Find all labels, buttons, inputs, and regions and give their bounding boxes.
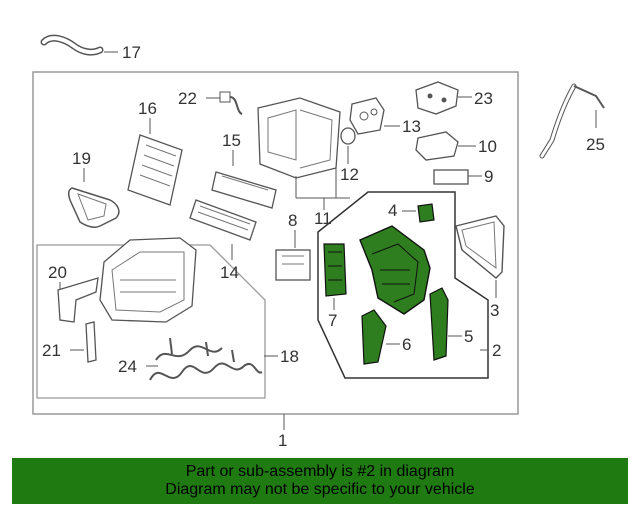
banner-line-2: Diagram may not be specific to your vehi… <box>165 481 475 498</box>
part-9-connector[interactable] <box>433 169 482 185</box>
part-2-blower-housing[interactable] <box>359 225 431 315</box>
part-5-case-cover[interactable] <box>429 287 462 361</box>
part-11-evaporator-case[interactable] <box>257 97 350 210</box>
callout-11: 11 <box>314 209 332 228</box>
part-12-oring[interactable] <box>340 127 356 164</box>
callout-19: 19 <box>72 149 91 168</box>
callout-21: 21 <box>42 341 61 360</box>
callout-5: 5 <box>464 327 473 346</box>
callout-16: 16 <box>138 99 157 118</box>
callout-23: 23 <box>474 89 493 108</box>
callout-25: 25 <box>586 135 605 154</box>
part-24-wire-harness[interactable] <box>146 337 263 381</box>
callout-8: 8 <box>288 211 297 230</box>
callout-2: 2 <box>492 341 501 360</box>
callout-13: 13 <box>402 117 421 136</box>
callout-14: 14 <box>220 263 239 282</box>
part-15-duct[interactable] <box>211 150 277 209</box>
callout-3: 3 <box>490 301 499 320</box>
callout-10: 10 <box>478 137 497 156</box>
part-16-heater-core[interactable] <box>127 118 183 206</box>
callout-17: 17 <box>122 43 141 62</box>
part-23-bracket[interactable] <box>415 81 472 115</box>
part-10-actuator[interactable] <box>415 131 476 161</box>
callout-9: 9 <box>484 167 493 186</box>
part-3-door[interactable] <box>455 215 505 298</box>
callout-4: 4 <box>388 201 397 220</box>
part-18-hvac-housing[interactable] <box>99 237 197 323</box>
callout-24: 24 <box>118 357 137 376</box>
subassembly-2-frame <box>317 191 489 379</box>
part-21-clip[interactable] <box>70 321 97 363</box>
callout-18: 18 <box>280 347 299 366</box>
banner-line-1: Part or sub-assembly is #2 in diagram <box>185 463 455 480</box>
callout-12: 12 <box>340 165 359 184</box>
part-17-duct-hose[interactable] <box>40 34 118 56</box>
part-7-bracket[interactable] <box>323 243 347 310</box>
part-25-pipe[interactable] <box>539 83 605 159</box>
part-20-duct[interactable] <box>57 277 99 323</box>
info-banner: Part or sub-assembly is #2 in diagram Di… <box>12 458 628 504</box>
callout-20: 20 <box>48 263 67 282</box>
callout-22: 22 <box>178 89 197 108</box>
callout-6: 6 <box>402 335 411 354</box>
leader-lines <box>264 349 488 430</box>
callout-15: 15 <box>222 131 241 150</box>
part-13-valve-plate[interactable] <box>349 97 400 135</box>
part-8-module[interactable] <box>275 230 311 281</box>
part-14-duct[interactable] <box>189 199 257 260</box>
part-4-clip[interactable] <box>402 203 435 223</box>
part-22-sensor[interactable] <box>206 91 243 115</box>
callout-1: 1 <box>278 431 287 450</box>
callout-7: 7 <box>328 311 337 330</box>
part-6-blend-door[interactable] <box>361 309 400 365</box>
part-19-frame[interactable] <box>67 168 120 228</box>
assembly-frame <box>32 71 519 415</box>
